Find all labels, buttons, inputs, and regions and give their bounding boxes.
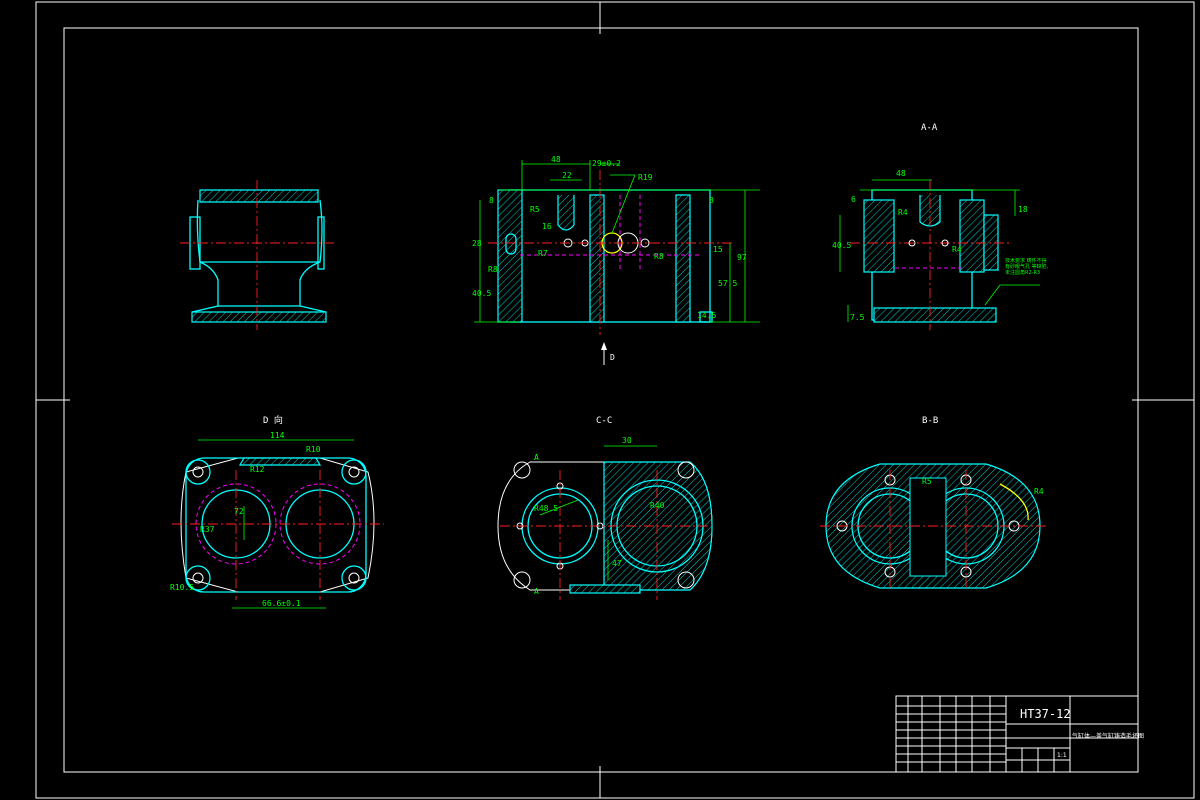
- dim-label: R4: [898, 208, 908, 217]
- view-title-aa: A-A: [921, 123, 938, 133]
- dim-label: 57.5: [718, 279, 737, 288]
- view-d-dimensions: 114 R10 R12 R37 72 R10.5 66.6±0.1: [170, 431, 321, 608]
- dim-label: 40.5: [472, 289, 491, 298]
- dim-label: R5: [530, 205, 540, 214]
- section-aa: A-A: [839, 123, 1040, 330]
- dim-label: 48: [896, 169, 906, 178]
- dim-label: 30: [622, 436, 632, 445]
- dim-label: R4: [1034, 487, 1044, 496]
- dim-label: 114: [270, 431, 285, 440]
- dim-label: 14.5: [697, 311, 716, 320]
- title-block-scale: 1:1: [1057, 752, 1067, 759]
- dim-label: 97: [737, 253, 747, 262]
- dim-label: A: [534, 453, 539, 462]
- dim-label: 6: [851, 195, 856, 204]
- sheet-frame: [35, 1, 1195, 799]
- dim-label: 8: [709, 196, 714, 205]
- section-bb-dimensions: R5 R4: [922, 477, 1044, 496]
- dim-label: 15: [713, 245, 723, 254]
- dim-label: 18: [1018, 205, 1028, 214]
- dim-label: 47: [612, 559, 622, 568]
- title-block-material: HT37-12: [1020, 707, 1071, 721]
- dim-label: 8: [489, 196, 494, 205]
- view-arrow-label: D: [610, 353, 615, 362]
- dim-label: R5: [922, 477, 932, 486]
- dim-label: R8: [488, 265, 498, 274]
- dim-label: 40.5: [832, 241, 851, 250]
- dim-label: 72: [234, 507, 244, 516]
- view-title-cc: C-C: [596, 416, 612, 426]
- section-cc: C-C: [497, 416, 713, 600]
- dim-label: 48: [551, 155, 561, 164]
- title-block: HT37-12 气缸体—盖气缸铸造毛坯图 1:1: [895, 695, 1144, 773]
- dim-label: 29±0.2: [592, 159, 621, 168]
- technical-note: 技术要求 铸件不得有砂眼气孔 等缺陷, 未注圆角R2-R3: [1005, 258, 1049, 276]
- title-block-name: 气缸体—盖气缸铸造毛坯图: [1072, 732, 1144, 740]
- dim-label: 7.5: [850, 313, 865, 322]
- dim-label: 28: [472, 239, 482, 248]
- section-aa-dimensions: 48 6 18 R4 R4 40.5 7.5 技术要求 铸件不得有砂眼气孔 等缺…: [832, 169, 1049, 322]
- dim-label: R12: [250, 465, 265, 474]
- view-title-bb: B-B: [922, 416, 938, 426]
- view-title-d: D 向: [263, 414, 283, 426]
- side-view-left: [180, 180, 336, 330]
- view-d: D 向: [172, 414, 384, 609]
- section-bb: B-B: [820, 416, 1046, 590]
- dim-label: R10: [306, 445, 321, 454]
- dim-label: R19: [638, 173, 653, 182]
- dim-label: R37: [200, 525, 215, 534]
- dim-label: 16: [542, 222, 552, 231]
- dim-label: R48.5: [534, 504, 558, 513]
- front-view: [474, 160, 760, 365]
- front-view-dimensions: 48 22 29±0.2 R19 R5 16 R7 R8 8 28 R8 8 1…: [472, 155, 747, 362]
- dim-label: R8: [654, 252, 664, 261]
- section-cc-dimensions: 30 R48.5 R40 47 A A: [534, 436, 665, 596]
- dim-label: A: [534, 587, 539, 596]
- dim-label: R10.5: [170, 583, 194, 592]
- dim-label: 22: [562, 171, 572, 180]
- dim-label: 66.6±0.1: [262, 599, 301, 608]
- dim-label: R7: [538, 249, 548, 258]
- dim-label: R4: [952, 245, 962, 254]
- dim-label: R40: [650, 501, 665, 510]
